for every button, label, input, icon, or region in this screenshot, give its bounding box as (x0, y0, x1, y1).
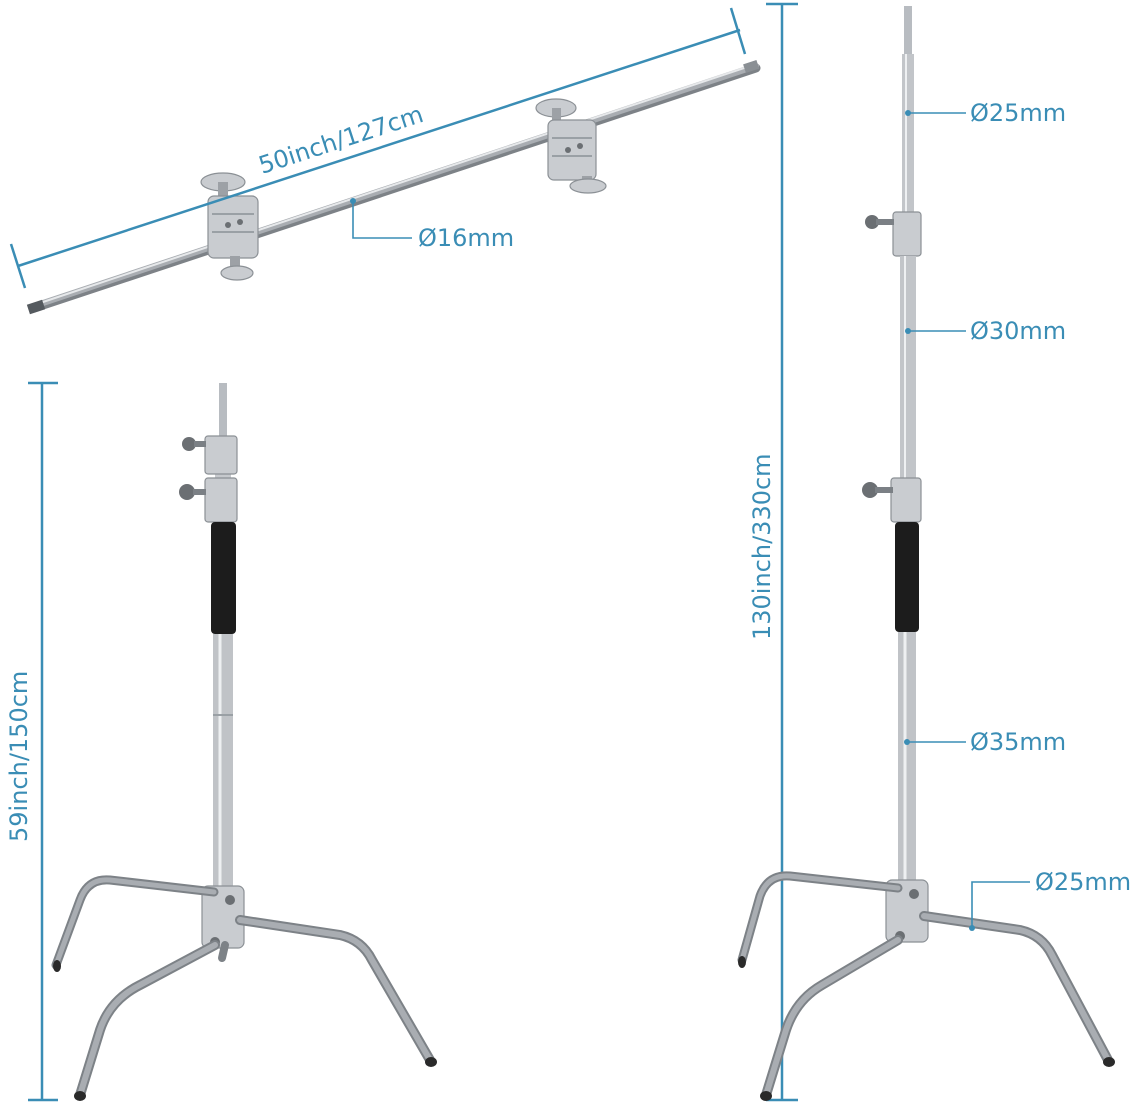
small-height-label: 59inch/150cm (5, 671, 33, 842)
small-c-stand: 59inch/150cm (5, 381, 437, 1102)
bottom-section-diameter-label: Ø35mm (970, 728, 1066, 756)
large-c-stand: 130inch/330cm Ø25mm (737, 2, 1131, 1102)
middle-section-diameter-label: Ø30mm (970, 317, 1066, 345)
large-height-label: 130inch/330cm (748, 453, 776, 640)
extension-arm: 50inch/127cm Ø16mm (9, 7, 761, 315)
grip-head-right (535, 98, 607, 194)
grip-head-left (200, 172, 259, 281)
arm-diameter-label: Ø16mm (418, 224, 514, 252)
leg-diameter-label: Ø25mm (1035, 868, 1131, 896)
top-section-diameter-label: Ø25mm (970, 99, 1066, 127)
